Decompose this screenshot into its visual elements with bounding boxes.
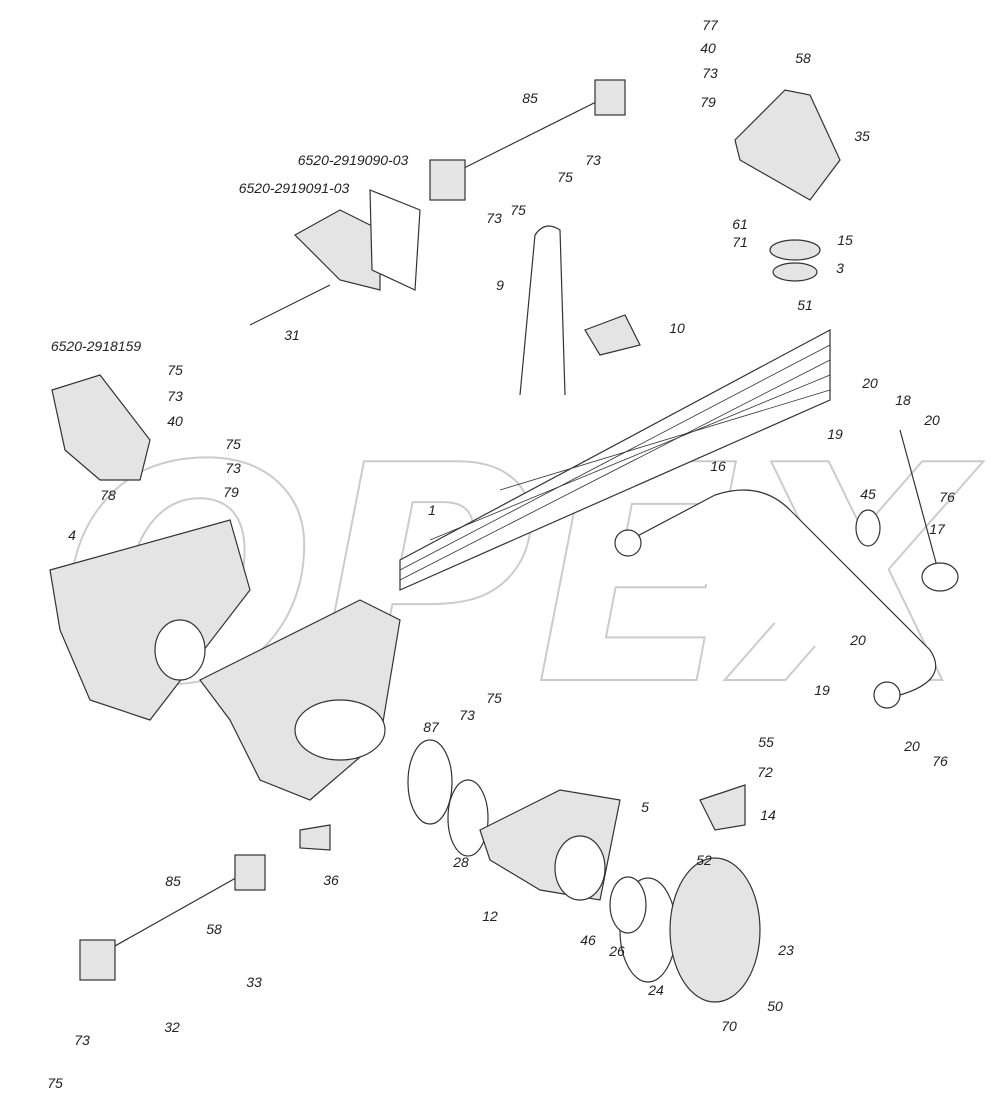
callout-label: 70 — [721, 1018, 737, 1034]
callout-label: 36 — [323, 872, 339, 888]
callout-label: 78 — [100, 487, 116, 503]
callout-label: 75 — [225, 436, 241, 452]
callout-label: 19 — [814, 682, 830, 698]
callout-label: 15 — [837, 232, 853, 248]
leaf-spring — [399, 328, 831, 591]
callout-label: 73 — [486, 210, 502, 226]
trunnion-hub — [479, 789, 621, 901]
callout-label: 6520-2919091-03 — [239, 180, 350, 196]
callout-label: 51 — [797, 297, 813, 313]
stabilizer-bar — [614, 429, 959, 709]
callout-label: 20 — [849, 632, 866, 648]
callout-label: 77 — [702, 17, 719, 33]
callout-label: 16 — [710, 458, 726, 474]
callout-label: 87 — [423, 719, 440, 735]
callout-label: 75 — [557, 169, 573, 185]
callout-label: 79 — [223, 484, 239, 500]
callout-label: 61 — [732, 216, 748, 232]
callout-label: 23 — [777, 942, 794, 958]
callout-label: 24 — [647, 982, 664, 998]
callout-label: 73 — [585, 152, 601, 168]
callout-label: 3 — [836, 260, 844, 276]
callout-label: 52 — [696, 852, 712, 868]
callout-label: 73 — [459, 707, 475, 723]
callout-label: 26 — [608, 943, 625, 959]
callout-label: 17 — [929, 521, 946, 537]
callout-label: 20 — [923, 412, 940, 428]
reaction-rods — [79, 79, 626, 981]
callout-label: 46 — [580, 932, 596, 948]
callout-label: 19 — [827, 426, 843, 442]
rings — [407, 739, 489, 857]
callout-label: 50 — [767, 998, 783, 1014]
callout-label: 18 — [895, 392, 911, 408]
callout-label: 72 — [757, 764, 773, 780]
brackets — [51, 89, 841, 851]
callout-label: 85 — [522, 90, 538, 106]
callout-label: 79 — [700, 94, 716, 110]
callout-label: 20 — [903, 738, 920, 754]
callout-label: 32 — [164, 1019, 180, 1035]
callout-label: 75 — [47, 1075, 63, 1091]
callout-label: 85 — [165, 873, 181, 889]
callout-label: 5 — [641, 799, 649, 815]
hub-cover — [609, 857, 761, 1003]
callout-label: 76 — [939, 489, 955, 505]
callout-label: 14 — [760, 807, 776, 823]
callout-label: 45 — [860, 486, 876, 502]
callout-label: 33 — [246, 974, 262, 990]
callout-label: 76 — [932, 753, 948, 769]
callout-label: 12 — [482, 908, 498, 924]
callout-label: 40 — [167, 413, 183, 429]
callout-label: 71 — [732, 234, 748, 250]
callout-label: 20 — [861, 375, 878, 391]
callout-label: 73 — [702, 65, 718, 81]
callout-label: 58 — [206, 921, 222, 937]
callout-label: 40 — [700, 40, 716, 56]
callout-label: 6520-2919090-03 — [298, 152, 409, 168]
callout-label: 31 — [284, 327, 300, 343]
callout-label: 75 — [167, 362, 183, 378]
callout-label: 75 — [486, 690, 502, 706]
callout-label: 9 — [496, 277, 504, 293]
callout-label: 73 — [225, 460, 241, 476]
callout-label: 1 — [428, 502, 436, 518]
axle-beam — [49, 519, 401, 801]
callout-label: 10 — [669, 320, 685, 336]
callout-label: 55 — [758, 734, 774, 750]
callout-label: 4 — [68, 527, 76, 543]
callout-label: 73 — [74, 1032, 90, 1048]
callout-label: 35 — [854, 128, 870, 144]
callout-label: 58 — [795, 50, 811, 66]
callout-label: 6520-2918159 — [51, 338, 142, 354]
callout-label: 73 — [167, 388, 183, 404]
callout-label: 28 — [452, 854, 469, 870]
u-bolt — [519, 225, 566, 396]
callout-label: 75 — [510, 202, 526, 218]
